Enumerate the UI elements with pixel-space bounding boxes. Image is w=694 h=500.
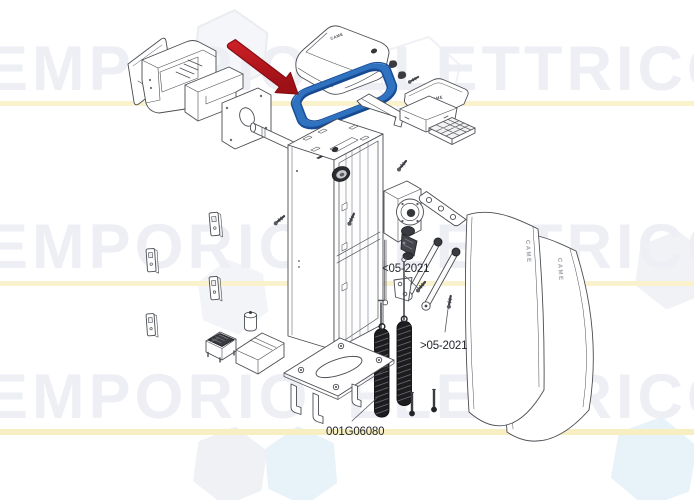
screw xyxy=(347,212,356,226)
side-panel-left: CAME xyxy=(464,211,545,427)
capacitor xyxy=(244,311,257,332)
anchor-pins xyxy=(409,388,437,417)
cabinet-body xyxy=(287,118,384,351)
gearmotor xyxy=(383,180,424,243)
came-logo-cover: CAME xyxy=(330,31,344,40)
label-production-before: <05-2021 xyxy=(382,263,429,275)
mount-clip xyxy=(208,275,223,302)
watermark-underline xyxy=(0,429,694,435)
screw xyxy=(397,159,408,172)
transformer-box xyxy=(205,331,237,363)
vent-grid xyxy=(428,117,476,145)
came-logo-panel-left: CAME xyxy=(524,240,531,264)
gasket-highlighted xyxy=(290,61,398,130)
mount-clip xyxy=(145,248,159,274)
anchor-legs xyxy=(290,383,362,424)
red-arrow-pointer xyxy=(226,39,299,95)
label-production-after: >05-2021 xyxy=(420,340,467,352)
mount-clip xyxy=(145,313,159,338)
spring-tension-rods xyxy=(377,239,407,330)
hexagon-watermark xyxy=(610,416,694,500)
anchor-bolts xyxy=(297,342,383,391)
top-cover: CAME xyxy=(295,25,390,95)
hinge-bracket xyxy=(356,93,405,128)
crank-assembly xyxy=(400,226,418,261)
watermark-underline xyxy=(0,101,694,106)
wedge-cover xyxy=(235,332,285,375)
label-part-code: 001G06080 xyxy=(326,426,384,438)
balancing-spring-right xyxy=(396,315,412,406)
screw xyxy=(446,294,453,309)
balancing-spring-left xyxy=(374,322,390,418)
mount-clip xyxy=(208,211,223,238)
balance-arm xyxy=(418,191,467,227)
label-leader-lines xyxy=(351,275,449,422)
link-plate xyxy=(393,277,413,302)
hexagon-watermark xyxy=(264,426,338,500)
came-logo-lid: CAME xyxy=(429,94,443,102)
screw xyxy=(273,215,286,226)
screw xyxy=(416,280,427,293)
screw xyxy=(407,75,420,84)
hexagon-watermark xyxy=(192,426,268,500)
cover-clips xyxy=(388,60,407,79)
came-logo-panel-right: CAME xyxy=(556,258,563,282)
base-plate xyxy=(283,337,395,424)
hexagon-watermark xyxy=(634,230,694,310)
